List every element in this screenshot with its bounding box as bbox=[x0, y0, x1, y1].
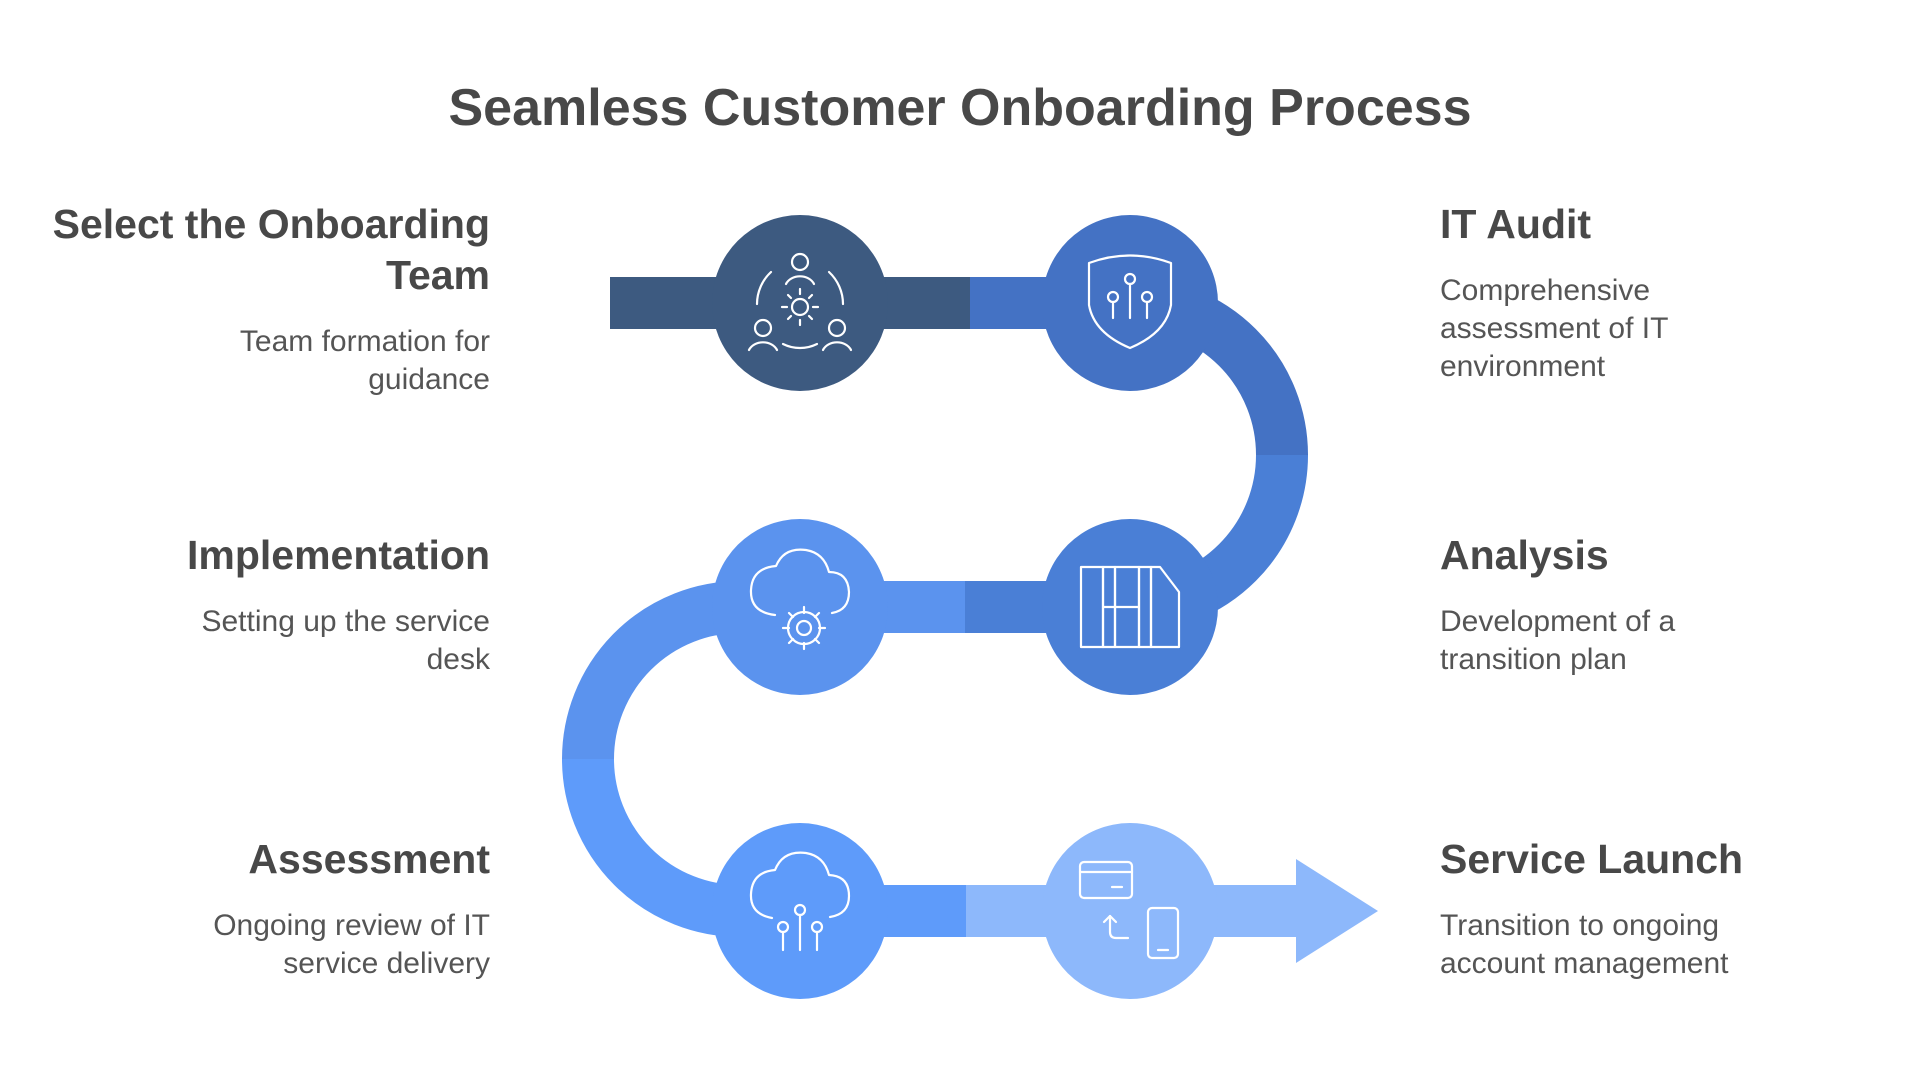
path-curve-left-bottom bbox=[562, 758, 741, 937]
step-circle-implementation bbox=[712, 519, 888, 695]
step-description: Transition to ongoing account management bbox=[1440, 909, 1729, 980]
shield-icon bbox=[1087, 254, 1173, 350]
cloud-nodes-icon bbox=[749, 851, 851, 952]
step-circle-analysis bbox=[1042, 519, 1218, 695]
cloud-gear-icon bbox=[749, 548, 851, 651]
step-title: Analysis bbox=[1440, 532, 1609, 578]
step-circle-assessment bbox=[712, 823, 888, 999]
step-description: Development of a transition plan bbox=[1440, 605, 1676, 676]
step-description: Ongoing review of IT service delivery bbox=[213, 909, 490, 980]
step-title: IT Audit bbox=[1440, 201, 1592, 247]
step-assessment: Assessment Ongoing review of IT service … bbox=[50, 834, 490, 983]
step-analysis: Analysis Development of a transition pla… bbox=[1440, 530, 1880, 679]
step-title: Implementation bbox=[187, 532, 490, 578]
step-title: Select the Onboarding Team bbox=[52, 201, 490, 298]
step-service-launch: Service Launch Transition to ongoing acc… bbox=[1440, 834, 1880, 983]
step-title: Service Launch bbox=[1440, 836, 1744, 882]
step-description: Team formation for guidance bbox=[239, 325, 490, 396]
step-circle-select-team bbox=[712, 215, 888, 391]
step-circle-service-launch bbox=[1042, 823, 1218, 999]
step-select-team: Select the Onboarding Team Team formatio… bbox=[50, 199, 490, 399]
step-it-audit: IT Audit Comprehensive assessment of IT … bbox=[1440, 199, 1880, 386]
step-title: Assessment bbox=[248, 836, 490, 882]
blueprint-icon bbox=[1079, 565, 1181, 649]
step-implementation: Implementation Setting up the service de… bbox=[50, 530, 490, 679]
page-title: Seamless Customer Onboarding Process bbox=[448, 79, 1472, 137]
team-gear-icon bbox=[747, 252, 853, 352]
path-curve-left-top bbox=[562, 581, 741, 760]
card-to-phone-icon bbox=[1078, 860, 1180, 960]
step-description: Setting up the service desk bbox=[201, 605, 490, 676]
step-circle-it-audit bbox=[1042, 215, 1218, 391]
step-description: Comprehensive assessment of IT environme… bbox=[1440, 274, 1668, 383]
path-arrowhead bbox=[1296, 859, 1378, 963]
